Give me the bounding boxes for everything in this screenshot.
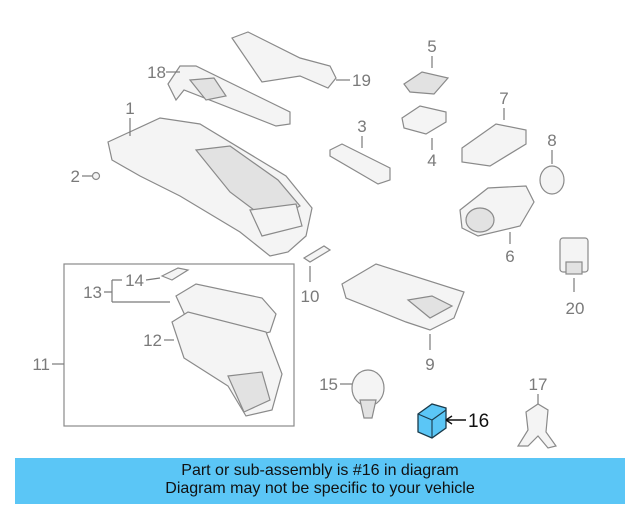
part-1-console — [107, 117, 313, 257]
part-5-pad — [403, 56, 450, 95]
callout-7: 7 — [499, 89, 508, 108]
callout-11: 11 — [32, 355, 50, 374]
callout-14: 14 — [125, 271, 144, 290]
part-18-lever — [166, 65, 291, 127]
part-16-highlighted — [417, 403, 466, 439]
callout-18: 18 — [147, 63, 166, 82]
callout-13: 13 — [83, 283, 102, 302]
callout-8: 8 — [547, 131, 556, 150]
callout-3: 3 — [357, 117, 366, 136]
part-19-boot — [231, 31, 350, 89]
part-17-stand — [516, 394, 558, 449]
callout-12: 12 — [143, 331, 162, 350]
part-4-tray — [401, 105, 447, 150]
callout-1: 1 — [125, 99, 134, 118]
callout-15: 15 — [319, 375, 338, 394]
callout-9: 9 — [425, 355, 434, 374]
part-15-knob — [340, 369, 385, 419]
part-20-switch — [559, 237, 589, 292]
callout-5: 5 — [427, 37, 436, 56]
callout-17: 17 — [529, 375, 548, 394]
parts-diagram: 5 18 19 7 1 3 8 4 2 6 14 13 10 20 12 9 1… — [32, 31, 589, 449]
callout-6: 6 — [505, 247, 514, 266]
callout-4: 4 — [427, 151, 436, 170]
part-9-bracket — [341, 263, 465, 350]
callout-16: 16 — [468, 411, 489, 432]
callout-20: 20 — [566, 299, 585, 318]
part-7-insert — [461, 108, 527, 167]
part-12-armrest-base — [164, 311, 283, 417]
callout-2: 2 — [71, 167, 80, 186]
part-2-screw — [82, 171, 101, 181]
part-10-pin — [302, 245, 332, 282]
part-3-bracket — [329, 136, 391, 185]
callout-19: 19 — [352, 71, 371, 90]
part-8-ring — [539, 150, 565, 195]
part-11-group — [52, 263, 295, 427]
part-14-button — [145, 267, 190, 281]
callout-10: 10 — [301, 287, 320, 306]
banner-line-2: Diagram may not be specific to your vehi… — [165, 480, 475, 497]
banner-line-1: Part or sub-assembly is #16 in diagram — [181, 462, 459, 479]
info-banner: Part or sub-assembly is #16 in diagram D… — [15, 458, 625, 504]
part-6-cupholder — [459, 185, 535, 244]
